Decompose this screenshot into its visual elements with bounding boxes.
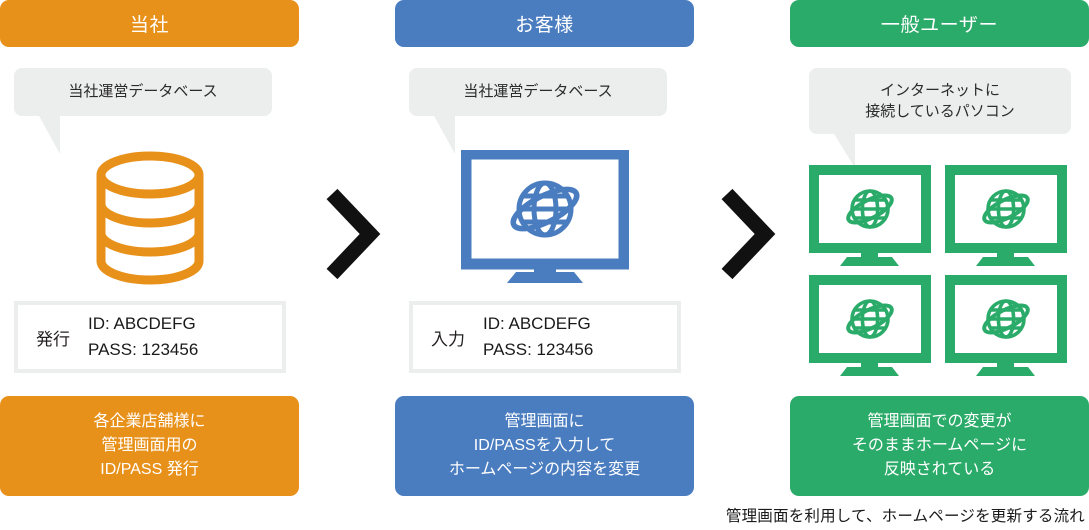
callout-text: 当社運営データベース <box>68 83 218 101</box>
chevron-right-icon-2 <box>715 188 777 280</box>
credential-id: ID: ABCDEFG <box>88 314 196 334</box>
credential-values: ID: ABCDEFG PASS: 123456 <box>483 311 593 363</box>
callout-tail <box>833 132 855 168</box>
credential-values: ID: ABCDEFG PASS: 123456 <box>88 311 198 363</box>
callout-tail <box>433 114 455 154</box>
desktop-monitor-globe-icon <box>460 150 629 283</box>
column-header-company: 当社 <box>0 0 299 47</box>
column-header-label: お客様 <box>515 15 574 36</box>
footer-line-3: 反映されている <box>883 461 996 479</box>
callout-tail <box>38 114 60 154</box>
column-footer-customer: 管理画面に ID/PASSを入力して ホームページの内容を変更 <box>395 396 694 496</box>
credential-label: 発行 <box>36 329 70 349</box>
footer-line-1: 管理画面での変更が <box>867 412 1012 430</box>
footer-line-2: ID/PASSを入力して <box>473 436 616 454</box>
column-footer-company: 各企業店舗様に 管理画面用の ID/PASS 発行 <box>0 396 299 496</box>
flow-column-company: 当社 当社運営データベース 発行 <box>0 0 299 496</box>
flow-column-general-users: 一般ユーザー インターネットに 接続しているパソコン <box>790 0 1089 496</box>
footer-line-1: 管理画面に <box>504 412 585 430</box>
diagram-caption: 管理画面を利用して、ホームページを更新する流れ <box>725 508 1085 525</box>
credential-pass: PASS: 123456 <box>483 340 594 359</box>
credential-pass: PASS: 123456 <box>88 340 199 359</box>
callout-company: 当社運営データベース <box>0 68 299 154</box>
four-monitors-globe-icon <box>807 165 1072 380</box>
credential-box-customer: 入力 ID: ABCDEFG PASS: 123456 <box>409 301 681 373</box>
footer-line-2: 管理画面用の <box>101 436 198 454</box>
credential-box-company: 発行 ID: ABCDEFG PASS: 123456 <box>14 301 286 373</box>
column-header-general-users: 一般ユーザー <box>790 0 1089 47</box>
callout-bubble: 当社運営データベース <box>409 68 667 116</box>
database-cylinder-icon <box>96 151 203 285</box>
artwork-customer <box>395 148 694 288</box>
credential-id: ID: ABCDEFG <box>483 314 591 334</box>
callout-bubble: インターネットに 接続しているパソコン <box>809 68 1071 134</box>
callout-bubble: 当社運営データベース <box>14 68 272 116</box>
callout-customer: 当社運営データベース <box>395 68 694 154</box>
column-footer-general-users: 管理画面での変更が そのままホームページに 反映されている <box>790 396 1089 496</box>
column-header-label: 当社 <box>129 15 170 36</box>
column-header-label: 一般ユーザー <box>880 15 999 36</box>
callout-general-users: インターネットに 接続しているパソコン <box>790 68 1089 168</box>
artwork-general-users <box>790 165 1089 380</box>
flow-column-customer: お客様 当社運営データベース <box>395 0 694 496</box>
artwork-company <box>0 148 299 288</box>
footer-line-3: ホームページの内容を変更 <box>448 461 641 479</box>
callout-text-line-2: 接続しているパソコン <box>865 103 1015 120</box>
footer-line-2: そのままホームページに <box>851 436 1028 454</box>
chevron-right-icon-1 <box>320 188 382 280</box>
callout-text: 当社運営データベース <box>463 83 613 101</box>
footer-line-1: 各企業店舗様に <box>93 412 206 430</box>
credential-label: 入力 <box>431 329 465 349</box>
callout-text-line-1: インターネットに <box>879 81 1000 99</box>
column-header-customer: お客様 <box>395 0 694 47</box>
footer-line-3: ID/PASS 発行 <box>100 461 199 479</box>
